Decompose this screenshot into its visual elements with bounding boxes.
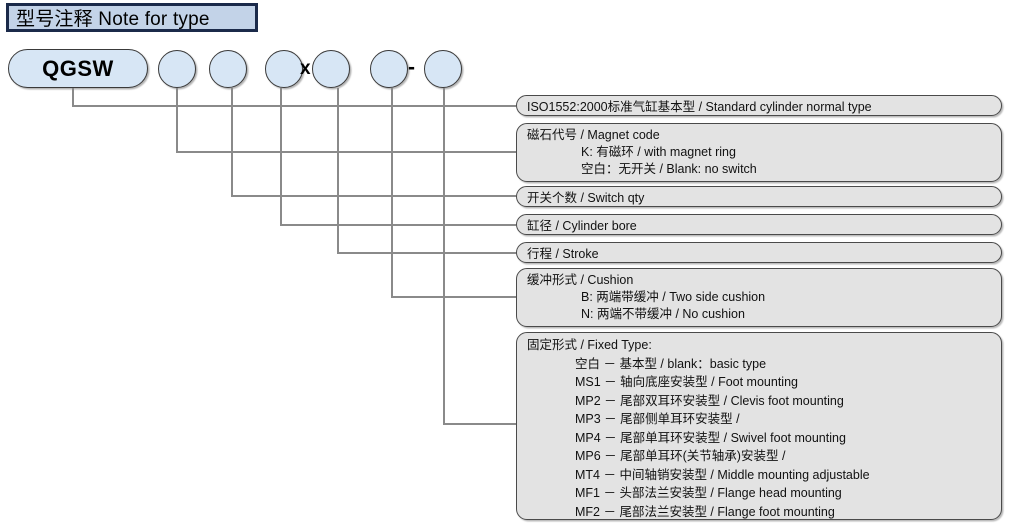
leader-line-1-vertical [72,88,74,106]
note-box-switch-qty: 开关个数 / Switch qty [516,186,1002,207]
note-title: 固定形式 / Fixed Type: [527,338,652,352]
note-box-fixed-type: 固定形式 / Fixed Type: 空白 － 基本型 / blank：basi… [516,332,1002,520]
dash-symbol: - [408,56,415,79]
note-box-cushion: 缓冲形式 / Cushion B: 两端带缓冲 / Two side cushi… [516,268,1002,327]
note-line: MT4 － 中间轴销安装型 / Middle mounting adjustab… [575,467,870,482]
code-segment-switch-qty [209,50,247,88]
code-segment-magnet [158,50,196,88]
note-line: K: 有磁环 / with magnet ring [581,145,736,159]
note-box-magnet-code: 磁石代号 / Magnet code K: 有磁环 / with magnet … [516,123,1002,182]
leader-line-6-horizontal [391,296,516,298]
code-segment-cushion [370,50,408,88]
leader-line-7-vertical [443,88,445,424]
note-title: 行程 / Stroke [527,247,599,261]
leader-line-2-vertical [176,88,178,152]
leader-line-7-horizontal [443,423,516,425]
note-line: MP2 － 尾部双耳环安装型 / Clevis foot mounting [575,393,844,408]
note-title: 缸径 / Cylinder bore [527,219,637,233]
leader-line-4-horizontal [280,224,516,226]
code-segment-bore [265,50,303,88]
leader-line-3-vertical [231,88,233,196]
leader-line-4-vertical [280,88,282,225]
note-box-cylinder-bore: 缸径 / Cylinder bore [516,214,1002,235]
note-line: 空白 － 基本型 / blank：basic type [575,356,767,371]
note-line: MS1 － 轴向底座安装型 / Foot mounting [575,375,798,389]
code-segment-prefix: QGSW [8,49,148,88]
note-line: MP3 － 尾部侧单耳环安装型 / [575,412,740,426]
note-line: 空白：无开关 / Blank: no switch [581,162,757,176]
note-line: MF1 － 头部法兰安装型 / Flange head mounting [575,486,842,500]
note-title: ISO1552:2000标准气缸基本型 / Standard cylinder … [527,100,872,114]
leader-line-2-horizontal [176,151,516,153]
leader-line-6-vertical [391,88,393,297]
note-title: 开关个数 / Switch qty [527,191,645,205]
page-title-text: 型号注释 Note for type [16,9,210,30]
leader-line-5-vertical [337,88,339,253]
code-segment-fixed-type [424,50,462,88]
note-title: 磁石代号 / Magnet code [527,128,660,142]
note-line: MF2 － 尾部法兰安装型 / Flange foot mounting [575,504,835,519]
note-line: MP6 － 尾部单耳环(关节轴承)安装型 / [575,449,786,463]
note-title: 缓冲形式 / Cushion [527,273,634,287]
leader-line-3-horizontal [231,195,516,197]
note-line: N: 两端不带缓冲 / No cushion [581,307,745,321]
leader-line-1-horizontal [72,105,516,107]
note-line: MP4 － 尾部单耳环安装型 / Swivel foot mounting [575,430,846,445]
leader-line-5-horizontal [337,252,516,254]
page-title: 型号注释 Note for type [6,3,258,32]
note-line: B: 两端带缓冲 / Two side cushion [581,290,766,304]
multiply-symbol: x [300,58,311,79]
code-segment-prefix-label: QGSW [42,55,114,81]
note-box-standard-type: ISO1552:2000标准气缸基本型 / Standard cylinder … [516,95,1002,116]
code-segment-stroke [312,50,350,88]
note-box-stroke: 行程 / Stroke [516,242,1002,263]
